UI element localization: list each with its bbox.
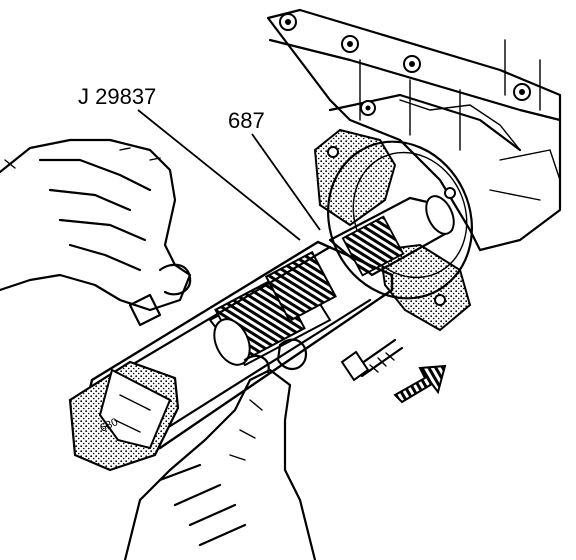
transmission-case [266,8,562,252]
left-hand [0,138,192,327]
leader-part [251,133,321,231]
callout-leaders [137,109,321,241]
bolt-head [341,35,359,53]
bolt-head [360,100,376,116]
extension-housing-flange [313,128,473,332]
callout-part-label: 687 [228,108,265,133]
bolt-head [403,55,421,73]
loose-bolt [340,338,404,382]
bolt-head [513,83,531,101]
installer-tool-body: 680 [68,240,394,472]
direction-arrow-icon [393,364,447,404]
callout-tool-label: J 29837 [78,84,156,109]
part-687-bearing [208,250,337,367]
bolt-head [279,13,297,31]
leader-tool [137,109,301,241]
right-hand [123,338,317,560]
case-bolts [279,13,531,116]
